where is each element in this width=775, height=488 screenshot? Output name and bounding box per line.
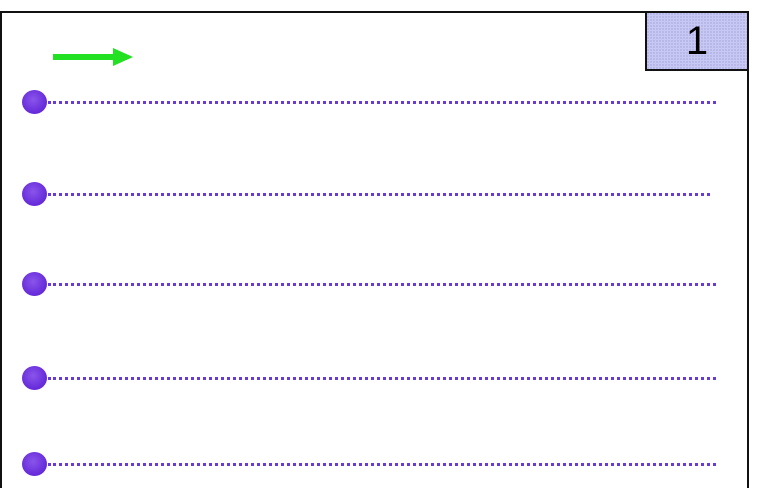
right-arrow-icon [53,48,133,66]
bullet-row-4 [22,366,722,390]
blank-dotted-line [48,193,710,196]
bullet-row-2 [22,182,722,206]
slide-frame [0,11,749,488]
bullet-row-3 [22,272,722,296]
blank-dotted-line [48,101,716,104]
bullet-row-1 [22,90,722,114]
bullet-dot-icon [22,182,47,206]
bullet-dot-icon [22,272,47,296]
blank-dotted-line [48,377,716,380]
bullet-dot-icon [22,90,47,114]
blank-dotted-line [48,283,716,286]
bullet-dot-icon [22,452,47,476]
bullet-row-5 [22,452,722,476]
bullet-dot-icon [22,366,47,390]
page-number-badge: 1 [645,11,749,71]
page-number: 1 [685,19,709,63]
blank-dotted-line [48,463,716,466]
